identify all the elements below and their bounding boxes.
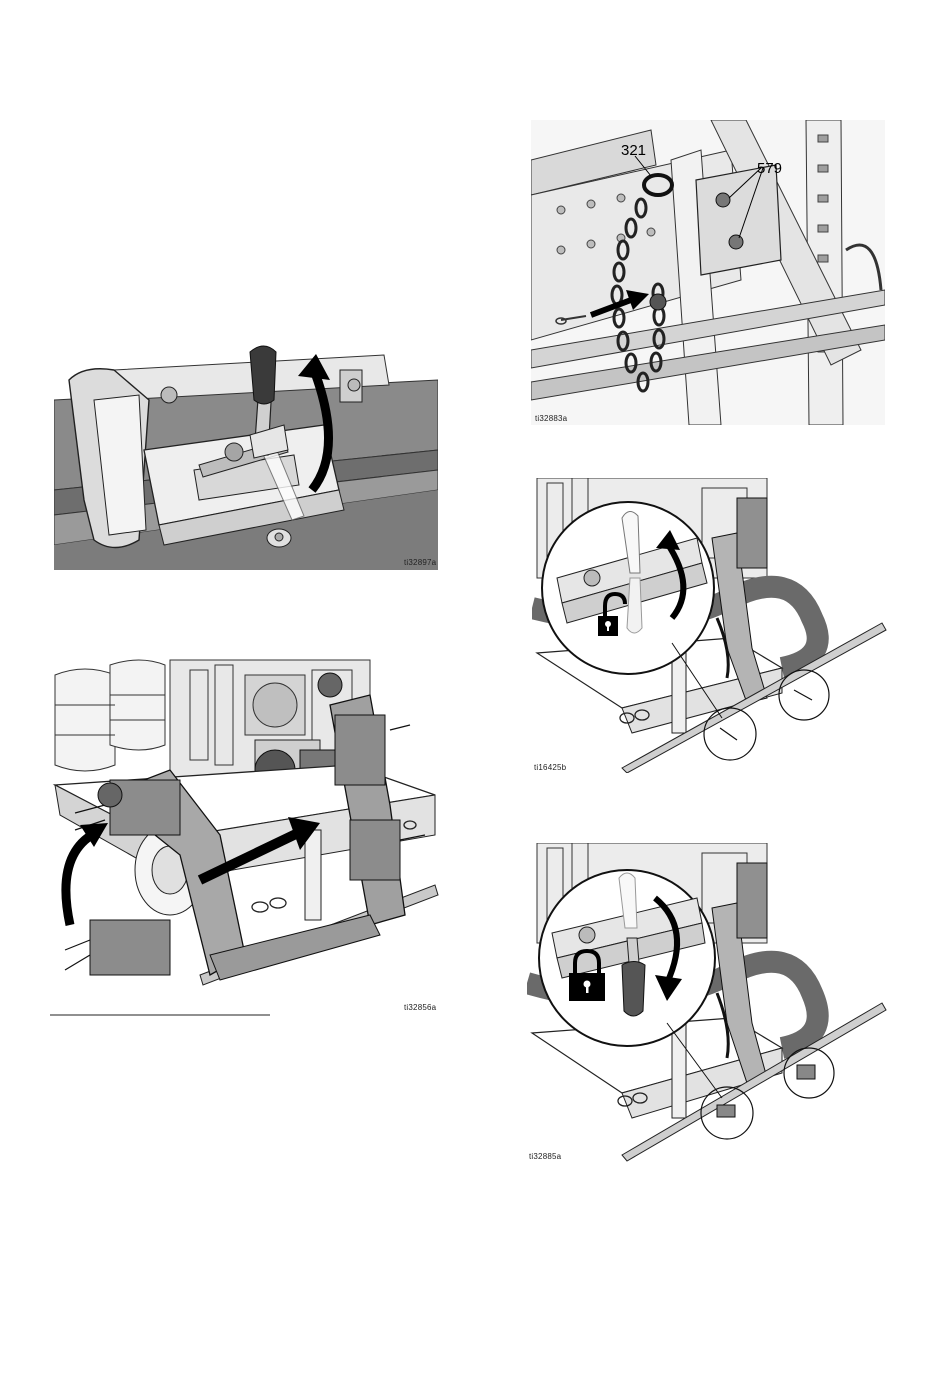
figure-lever-raise: ti32897a [54, 340, 438, 570]
lock-lever-illustration [527, 843, 889, 1163]
figure-id-lock-lever: ti32885a [529, 1152, 561, 1161]
figure-id-frame-swing: ti32856a [404, 1003, 436, 1012]
figure-pin-chain: 321 579 ti32883a [531, 120, 885, 425]
pin-chain-illustration [531, 120, 885, 425]
lever-raise-illustration [54, 340, 438, 570]
figure-lock-lever: ti32885a [527, 843, 889, 1163]
figure-id-lever-raise: ti32897a [404, 558, 436, 567]
frame-swing-illustration [50, 655, 440, 1017]
callout-579: 579 [757, 160, 782, 177]
figure-id-pin-chain: ti32883a [535, 414, 567, 423]
figure-id-unlock-lever: ti16425b [534, 763, 566, 772]
figure-unlock-lever: ti16425b [532, 478, 888, 773]
unlock-lever-illustration [532, 478, 888, 773]
callout-321: 321 [621, 142, 646, 159]
figure-frame-swing: ti32856a [50, 655, 440, 1017]
